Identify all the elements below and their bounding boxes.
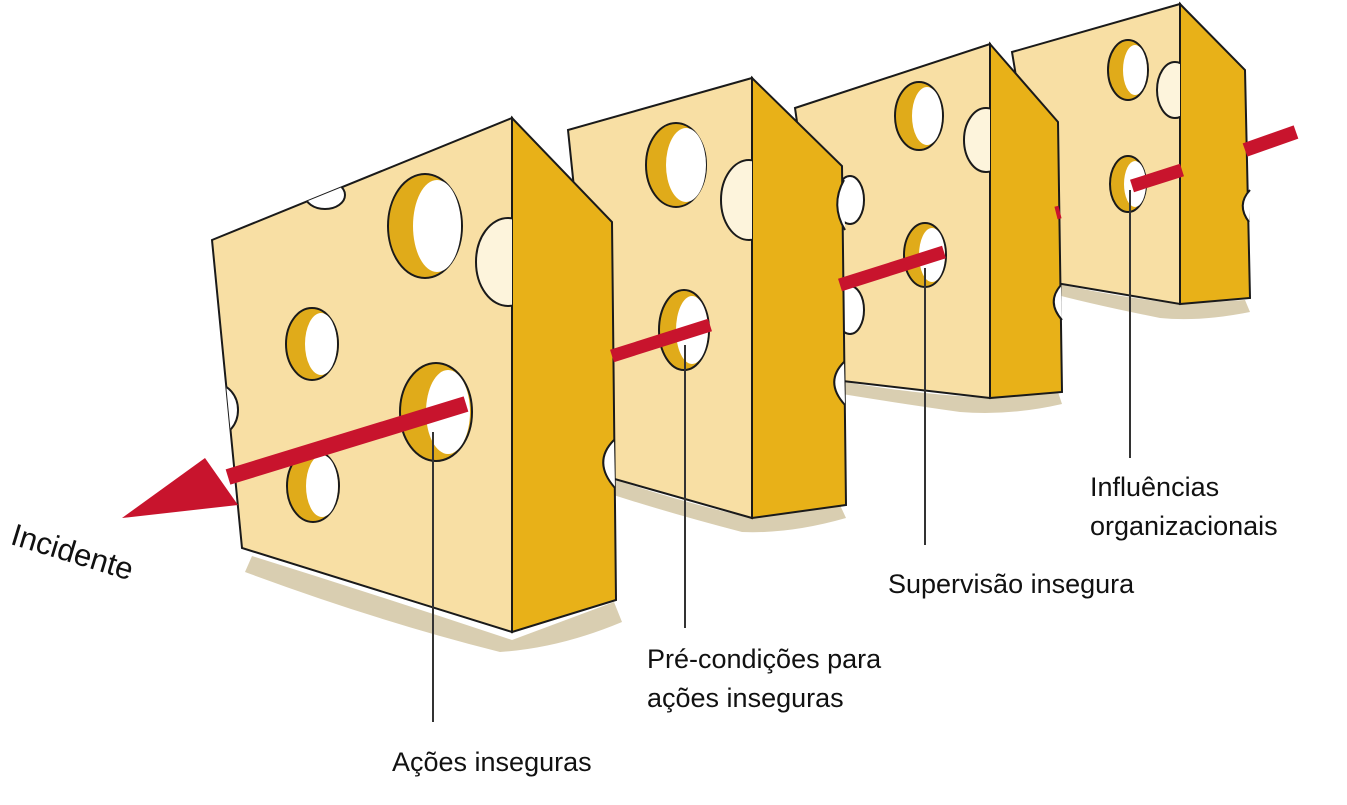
incident-trajectory-arrow <box>122 125 1299 518</box>
slice-side <box>989 41 1064 400</box>
slice-edge-notch <box>1241 189 1251 223</box>
slice-holes <box>212 173 512 523</box>
slice-holes <box>1107 39 1180 213</box>
slice-side <box>511 115 618 634</box>
slice-side <box>1179 1 1252 306</box>
slice-side <box>751 75 848 520</box>
slice-edge-notch <box>836 179 846 231</box>
slice-acoes <box>210 115 622 652</box>
leader-lines <box>432 190 1131 722</box>
slice-shadow <box>598 476 846 533</box>
unsafe-supervision-label: Supervisão insegura <box>888 565 1134 604</box>
slice-edge-notch <box>833 361 846 406</box>
slice-edge-notch <box>602 439 616 489</box>
slice-face <box>210 116 513 634</box>
preconditions-label: Pré-condições para ações inseguras <box>647 640 881 718</box>
slice-edge-notch <box>1052 284 1063 321</box>
organizational-influences-line1: Influências <box>1090 472 1220 502</box>
organizational-influences-label: Influências organizacionais <box>1090 468 1278 546</box>
preconditions-label-line2: ações inseguras <box>647 683 844 713</box>
slice-shadow <box>830 380 1062 413</box>
organizational-influences-line2: organizacionais <box>1090 511 1278 541</box>
arrow-head <box>122 458 238 518</box>
unsafe-supervision-label-text: Supervisão insegura <box>888 569 1135 599</box>
preconditions-label-line1: Pré-condições para <box>647 644 882 674</box>
unsafe-acts-label-text: Ações inseguras <box>392 747 592 777</box>
slice-shadow <box>1046 282 1250 320</box>
unsafe-acts-label: Ações inseguras <box>392 743 592 782</box>
